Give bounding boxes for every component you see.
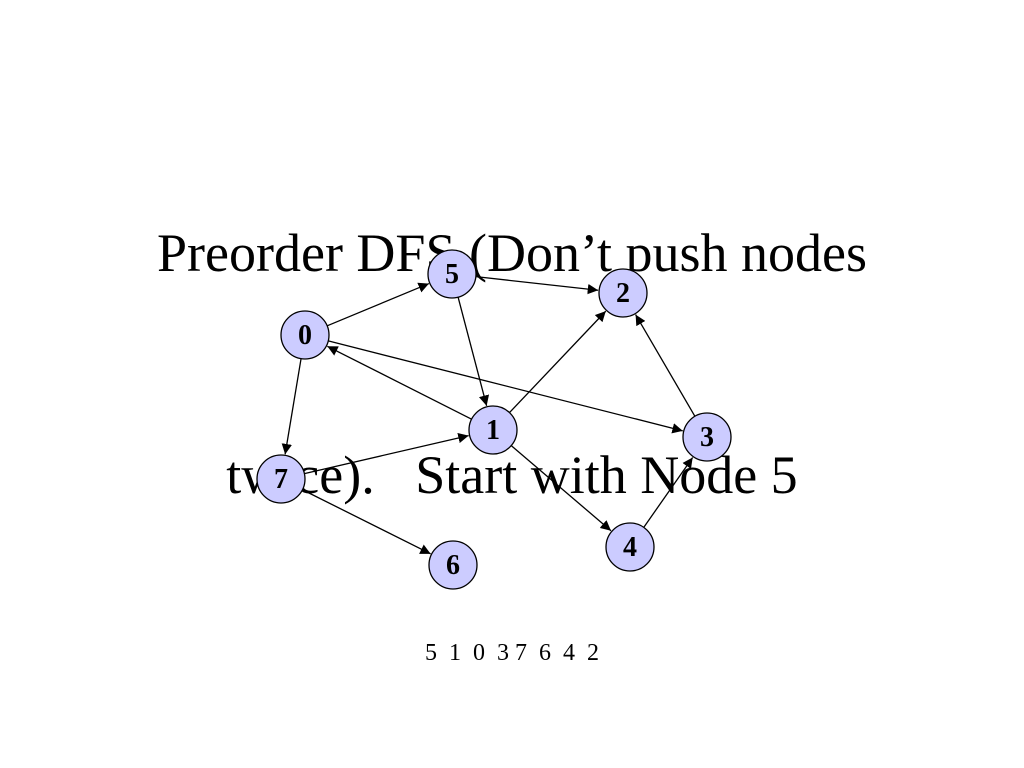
node-label: 5 <box>445 259 459 290</box>
node-label: 1 <box>486 415 500 446</box>
node-circle <box>256 454 306 504</box>
edges-layer <box>281 276 696 555</box>
edge-7-to-1 <box>304 432 469 475</box>
node-circle <box>605 522 655 572</box>
traversal-sequence: 5 1 0 3 7 6 4 2 <box>425 640 599 666</box>
edge-0-to-7 <box>281 358 302 455</box>
edge-1-to-2 <box>509 310 607 414</box>
node-label: 2 <box>616 278 630 309</box>
node-label: 4 <box>623 532 637 563</box>
node-2: 2 <box>598 268 648 318</box>
node-7: 7 <box>256 454 306 504</box>
node-circle <box>427 249 477 299</box>
edge-1-to-4 <box>510 445 612 532</box>
node-label: 0 <box>298 320 312 351</box>
edge-1-to-0 <box>327 345 472 420</box>
node-4: 4 <box>605 522 655 572</box>
node-3: 3 <box>682 412 732 462</box>
edge-5-to-1 <box>457 297 490 406</box>
node-6: 6 <box>428 540 478 590</box>
node-label: 7 <box>274 464 288 495</box>
node-circle <box>468 405 518 455</box>
slide-title: Preorder DFS (Don’t push nodes twice). S… <box>0 68 1024 660</box>
edge-4-to-3 <box>643 457 694 528</box>
title-line-1: Preorder DFS (Don’t push nodes <box>157 223 867 283</box>
node-label: 3 <box>700 422 714 453</box>
edge-0-to-3 <box>328 340 683 434</box>
node-circle <box>280 310 330 360</box>
node-5: 5 <box>427 249 477 299</box>
node-circle <box>682 412 732 462</box>
edge-0-to-5 <box>326 282 430 327</box>
edge-7-to-6 <box>302 489 431 555</box>
node-0: 0 <box>280 310 330 360</box>
node-label: 6 <box>446 550 460 581</box>
edge-5-to-2 <box>475 276 599 295</box>
node-1: 1 <box>468 405 518 455</box>
node-circle <box>598 268 648 318</box>
node-circle <box>428 540 478 590</box>
nodes-layer: 0 1 2 3 4 5 6 7 <box>256 249 732 590</box>
edge-3-to-2 <box>635 314 696 417</box>
